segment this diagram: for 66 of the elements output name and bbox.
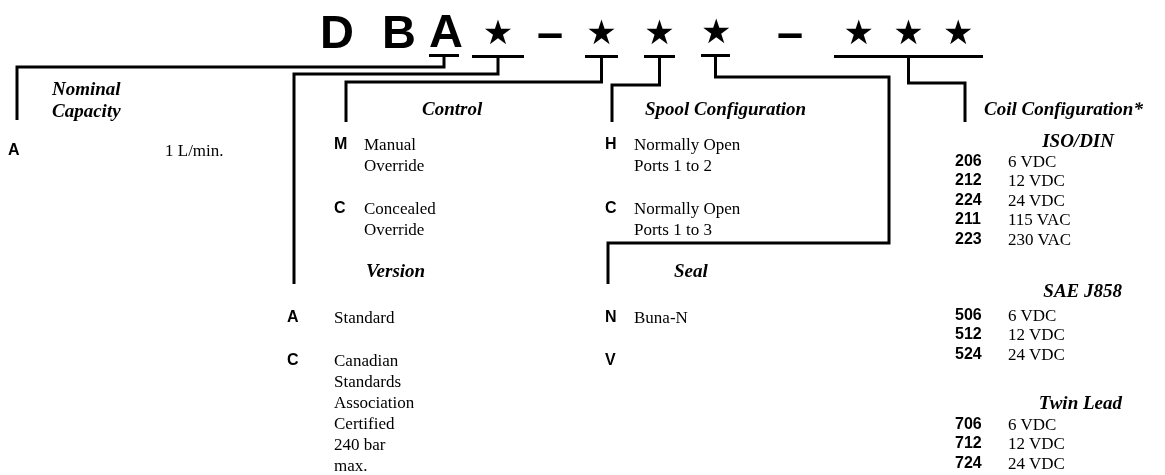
option-description: 115 VAC bbox=[1008, 208, 1071, 230]
option-code: A bbox=[287, 307, 299, 327]
option-code: 712 bbox=[955, 433, 982, 453]
subsection-heading: Twin Lead bbox=[1038, 392, 1122, 414]
option-description: 12 VDC bbox=[1008, 432, 1065, 454]
option-description: Standard bbox=[334, 306, 395, 328]
option-code: N bbox=[605, 307, 617, 327]
code-character: ★ bbox=[942, 11, 974, 52]
code-character: ★ bbox=[701, 11, 732, 51]
option-description: 1 L/min. bbox=[165, 139, 224, 161]
section-heading: Version bbox=[366, 260, 426, 282]
code-character: ★ bbox=[893, 11, 924, 52]
code-letter: D bbox=[320, 9, 354, 55]
option-description: 12 VDC bbox=[1008, 323, 1065, 345]
subsection-heading: ISO/DIN bbox=[1042, 130, 1114, 152]
code-character: ★ bbox=[586, 11, 617, 52]
connector-line bbox=[610, 58, 661, 122]
connector-line bbox=[606, 57, 891, 284]
section-heading: Nominal Capacity bbox=[52, 78, 122, 122]
option-code: A bbox=[8, 140, 20, 160]
option-code: C bbox=[287, 350, 299, 370]
section-heading: Seal bbox=[674, 260, 708, 282]
option-description: 6 VDC bbox=[1008, 150, 1057, 172]
section-heading: Coil Configuration* bbox=[984, 98, 1143, 120]
code-character: A bbox=[429, 8, 463, 54]
option-code: 524 bbox=[955, 344, 982, 364]
option-code: 206 bbox=[955, 151, 982, 171]
option-description: Normally Open Ports 1 to 3 bbox=[634, 197, 742, 240]
option-code: 706 bbox=[955, 414, 982, 434]
code-dash: – bbox=[777, 9, 804, 55]
code-dash: – bbox=[537, 9, 564, 55]
option-description: Normally Open Ports 1 to 2 bbox=[634, 133, 742, 176]
option-description: Concealed Override bbox=[364, 197, 437, 240]
code-character: ★ bbox=[644, 11, 675, 52]
option-description: 24 VDC bbox=[1008, 189, 1065, 211]
option-code: H bbox=[605, 134, 617, 154]
option-code: 211 bbox=[955, 209, 981, 229]
connector-line bbox=[344, 58, 603, 122]
code-letter: B bbox=[382, 9, 416, 55]
subsection-heading: SAE J858 bbox=[1043, 280, 1122, 302]
option-description: 24 VDC bbox=[1008, 343, 1065, 365]
option-code: 506 bbox=[955, 305, 982, 325]
option-code: C bbox=[605, 198, 617, 218]
option-description: 12 VDC bbox=[1008, 169, 1065, 191]
option-description: Canadian Standards Association Certified 240 bar max. bbox=[334, 349, 416, 475]
option-description: 6 VDC bbox=[1008, 413, 1057, 435]
option-code: C bbox=[334, 198, 346, 218]
option-description: Buna-N bbox=[634, 306, 688, 328]
option-description: Manual Override bbox=[364, 133, 426, 176]
section-heading: Control bbox=[422, 98, 483, 120]
option-description: 230 VAC bbox=[1008, 228, 1072, 250]
connector-line bbox=[907, 58, 967, 122]
section-heading: Spool Configuration bbox=[645, 98, 807, 120]
code-character: ★ bbox=[843, 11, 875, 52]
option-code: 212 bbox=[955, 170, 982, 190]
option-description: 6 VDC bbox=[1008, 304, 1057, 326]
code-character: ★ bbox=[482, 11, 514, 52]
connector-line bbox=[292, 58, 500, 284]
option-code: 223 bbox=[955, 229, 982, 249]
option-code: V bbox=[605, 350, 616, 370]
option-code: 724 bbox=[955, 453, 982, 473]
option-code: 512 bbox=[955, 324, 982, 344]
connector-line bbox=[15, 57, 446, 120]
option-code: 224 bbox=[955, 190, 982, 210]
option-description: 24 VDC bbox=[1008, 452, 1065, 474]
option-code: M bbox=[334, 134, 348, 154]
